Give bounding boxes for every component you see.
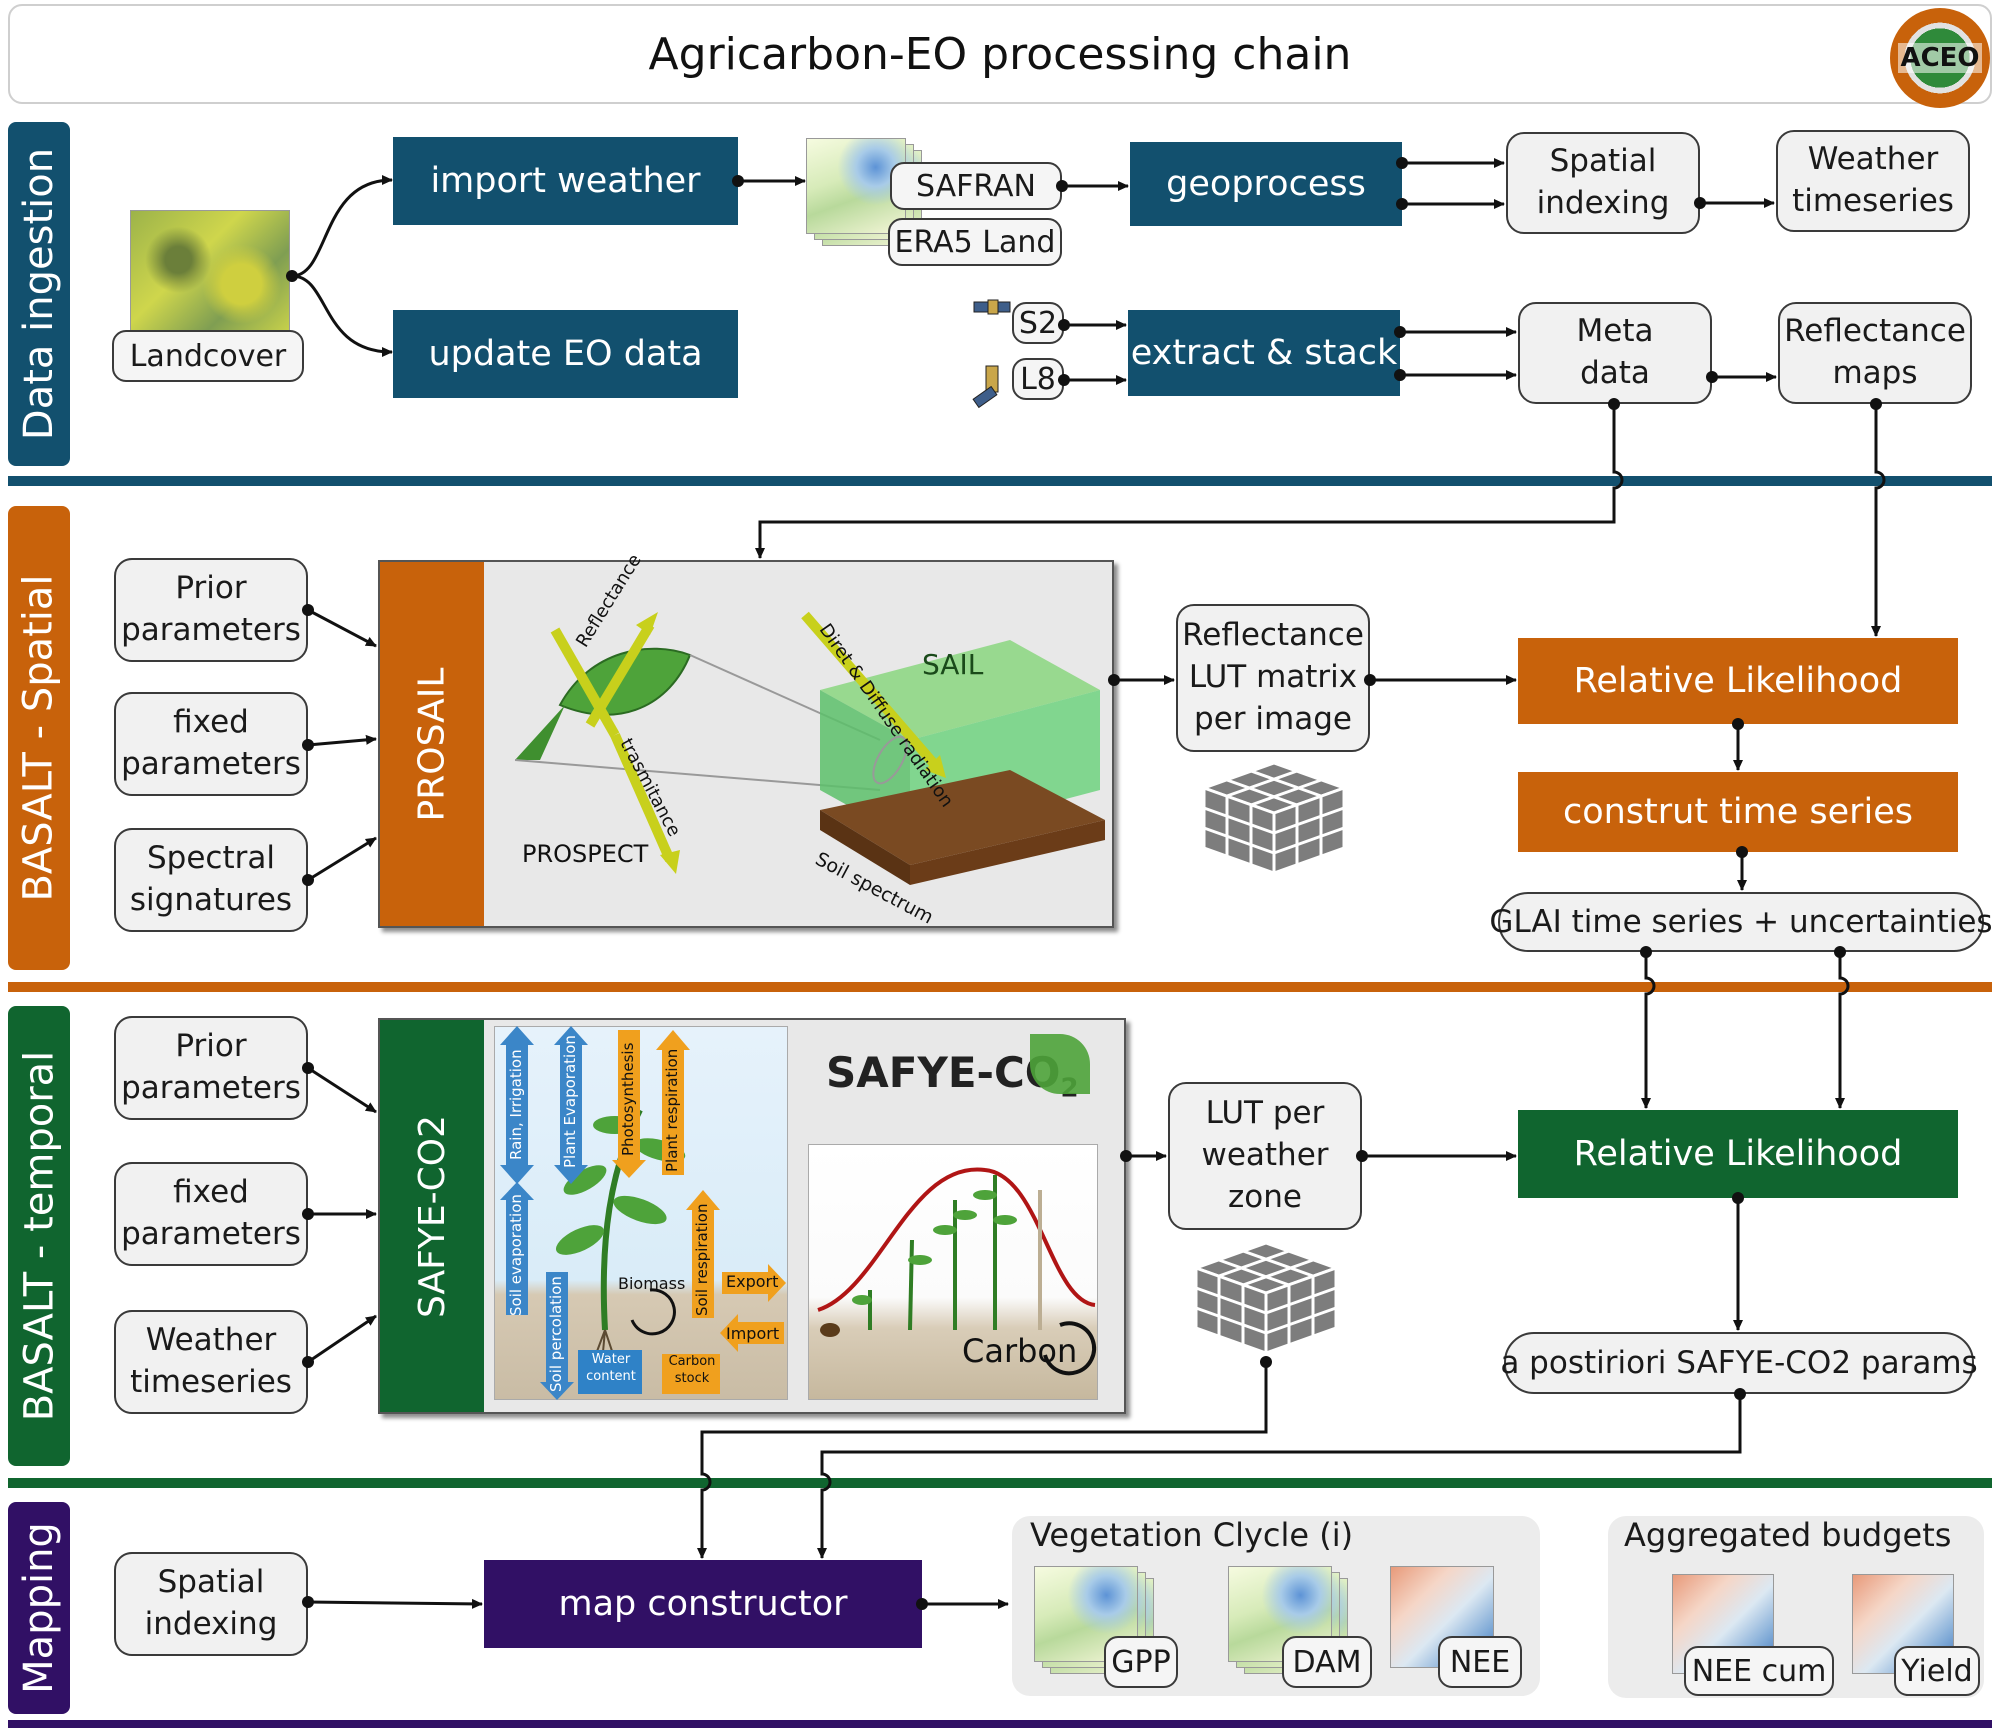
flux-plant-evap-label: Plant Evaporation	[561, 1035, 579, 1168]
prosail-panel	[378, 560, 1114, 928]
flux-carbon-stock-label: Carbon stock	[668, 1354, 716, 1386]
temporal-prior-parameters: Prior parameters	[114, 1016, 308, 1120]
posteriori-params: a postiriori SAFYE-CO2 params	[1500, 1332, 1978, 1394]
temporal-weather-timeseries: Weather timeseries	[114, 1310, 308, 1414]
spectral-signatures: Spectral signatures	[114, 828, 308, 932]
l8-tag: L8	[1012, 358, 1064, 400]
nee-cum-tag: NEE cum	[1684, 1646, 1834, 1696]
safye-logo-text: SAFYE-CO2	[826, 1048, 1079, 1103]
flux-soil-perc-label: Soil percolation	[547, 1276, 565, 1392]
weather-timeseries-box: Weather timeseries	[1776, 130, 1970, 232]
satellite-s2-icon	[972, 290, 1012, 326]
meta-data-box: Meta data	[1518, 302, 1712, 404]
section-tab-temporal: BASALT - temporal	[8, 1006, 70, 1466]
mapping-spatial-indexing: Spatial indexing	[114, 1552, 308, 1656]
spatial-relative-likelihood[interactable]: Relative Likelihood	[1518, 638, 1958, 724]
reflectance-lut-box: Reflectance LUT matrix per image	[1176, 604, 1370, 752]
page-title: Agricarbon-EO processing chain	[8, 4, 1992, 104]
flux-rain-label: Rain, Irrigation	[507, 1049, 525, 1160]
flux-import-label: Import	[726, 1324, 780, 1343]
extract-stack-process[interactable]: extract & stack	[1128, 310, 1400, 396]
gpp-tag: GPP	[1104, 1636, 1178, 1688]
aggregated-budgets-title: Aggregated budgets	[1624, 1516, 1952, 1554]
map-constructor-process[interactable]: map constructor	[484, 1560, 922, 1648]
flux-soil-resp-label: Soil respiration	[693, 1203, 711, 1316]
satellite-l8-icon	[972, 362, 1012, 412]
spatial-prior-parameters: Prior parameters	[114, 558, 308, 662]
landcover-label: Landcover	[112, 330, 304, 382]
vegetation-cycle-title: Vegetation Clycle (i)	[1030, 1516, 1354, 1554]
separator-spatial	[8, 982, 1992, 992]
flux-soil-evap-label: Soil evaporation	[507, 1194, 525, 1316]
flux-biomass-label: Biomass	[618, 1274, 686, 1293]
aceo-logo: ACEO	[1890, 8, 1990, 108]
weather-map	[806, 138, 906, 234]
import-weather-process[interactable]: import weather	[393, 137, 738, 225]
flux-photosynthesis-label: Photosynthesis	[619, 1042, 637, 1156]
flux-export-label: Export	[726, 1272, 779, 1291]
yield-tag: Yield	[1894, 1646, 1980, 1696]
spatial-fixed-parameters: fixed parameters	[114, 692, 308, 796]
section-tab-mapping: Mapping	[8, 1502, 70, 1714]
safran-tag: SAFRAN	[890, 162, 1062, 210]
landcover-image	[130, 210, 290, 334]
flux-diagram	[494, 1026, 788, 1400]
nee-tag: NEE	[1438, 1636, 1522, 1688]
prosail-label: PROSAIL	[380, 562, 484, 926]
flux-water-label: Water content	[586, 1352, 636, 1384]
carbon-text: Carbon	[962, 1332, 1078, 1370]
update-eo-process[interactable]: update EO data	[393, 310, 738, 398]
spatial-indexing-box: Spatial indexing	[1506, 132, 1700, 234]
reflectance-maps-box: Reflectance maps	[1778, 302, 1972, 404]
construct-time-series-process[interactable]: construt time series	[1518, 772, 1958, 852]
lut-weather-cube-icon	[1191, 1241, 1341, 1356]
safye-logo-leaf-icon	[1030, 1034, 1090, 1094]
section-tab-spatial: BASALT - Spatial	[8, 506, 70, 970]
geoprocess-process[interactable]: geoprocess	[1130, 142, 1402, 226]
glai-time-series: GLAI time series + uncertainties	[1489, 892, 1993, 952]
temporal-relative-likelihood[interactable]: Relative Likelihood	[1518, 1110, 1958, 1198]
separator-temporal	[8, 1478, 1992, 1488]
s2-tag: S2	[1012, 302, 1064, 344]
sail-text: SAIL	[922, 648, 984, 681]
prospect-text: PROSPECT	[522, 840, 649, 868]
era5-tag: ERA5 Land	[888, 218, 1062, 266]
lut-cube-icon	[1199, 761, 1349, 876]
dam-tag: DAM	[1282, 1636, 1372, 1688]
section-tab-ingestion: Data ingestion	[8, 122, 70, 466]
safye-label: SAFYE-CO2	[380, 1020, 484, 1412]
lut-weather-zone-box: LUT per weather zone	[1168, 1082, 1362, 1230]
temporal-fixed-parameters: fixed parameters	[114, 1162, 308, 1266]
separator-ingestion	[8, 476, 1992, 486]
flux-plant-resp-label: Plant respiration	[663, 1048, 681, 1172]
separator-mapping	[8, 1720, 1992, 1728]
